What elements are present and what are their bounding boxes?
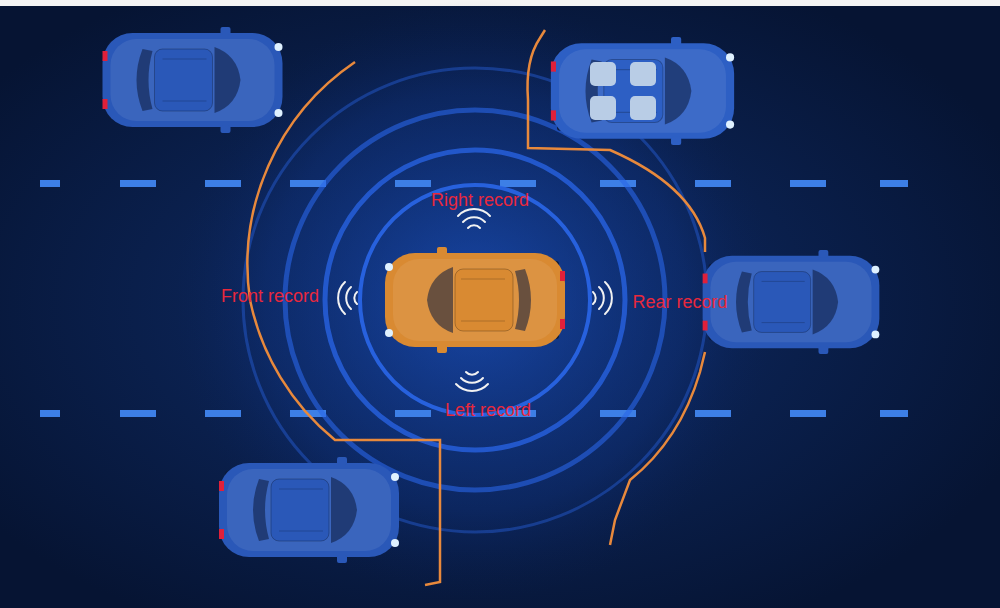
- direction-label: Front record: [221, 287, 319, 307]
- direction-label: Right record: [431, 191, 529, 211]
- direction-label: Left record: [445, 401, 531, 421]
- direction-label: Rear record: [632, 293, 727, 313]
